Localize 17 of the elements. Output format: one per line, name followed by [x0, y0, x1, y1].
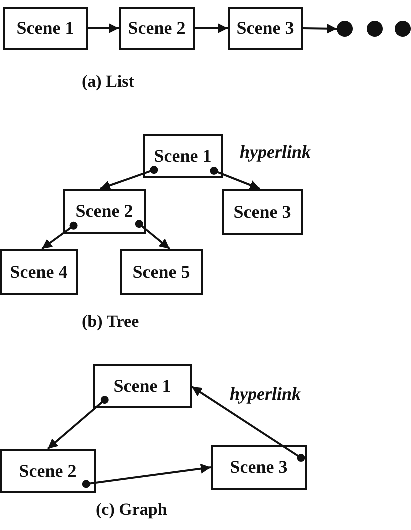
ellipsis-dot	[337, 21, 353, 37]
scene-box: Scene 3	[222, 189, 303, 235]
scene-box: Scene 3	[228, 7, 303, 50]
scene-box: Scene 4	[0, 249, 78, 295]
scene-box: Scene 1	[143, 134, 223, 178]
scene-box: Scene 2	[119, 7, 195, 50]
scene-box: Scene 1	[3, 7, 88, 50]
ellipsis-dot	[395, 21, 411, 37]
scene-box: Scene 5	[120, 249, 203, 295]
panel-caption: (c) Graph	[96, 500, 168, 520]
ellipsis-dot	[367, 21, 383, 37]
scene-box: Scene 2	[0, 449, 96, 493]
scene-box: Scene 3	[211, 445, 307, 490]
scene-box: Scene 1	[93, 364, 192, 408]
panel-caption: (b) Tree	[82, 312, 140, 332]
scene-box: Scene 2	[63, 189, 146, 234]
panel-caption: (a) List	[82, 72, 134, 92]
